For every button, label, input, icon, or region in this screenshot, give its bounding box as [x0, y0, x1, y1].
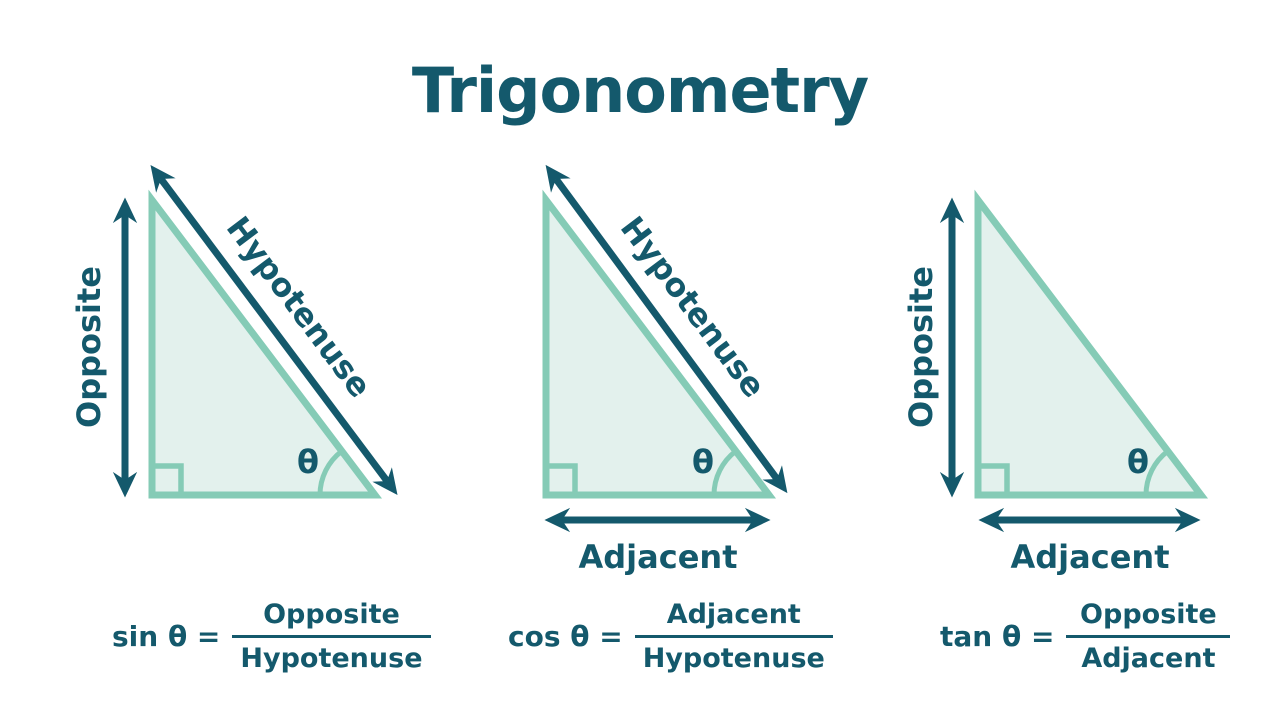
adjacent-label: Adjacent	[1010, 538, 1170, 576]
sin-formula-denominator: Hypotenuse	[232, 635, 431, 674]
cos-formula-denominator: Hypotenuse	[634, 635, 833, 674]
right-angle-icon	[978, 463, 1010, 496]
opposite-label: Opposite	[902, 265, 940, 429]
tan-formula-numerator: Opposite	[1080, 599, 1217, 630]
adjacent-label: Adjacent	[578, 538, 738, 576]
tangent-triangle-figure	[939, 189, 1209, 533]
theta-label: θ	[692, 443, 714, 481]
sine-triangle-figure	[112, 164, 398, 499]
triangle-shape	[974, 189, 1209, 499]
sin-formula: sin θ = Opposite Hypotenuse	[112, 599, 431, 674]
hypotenuse-arrow	[545, 164, 788, 494]
cos-formula-numerator: Adjacent	[666, 599, 801, 630]
cosine-triangle-figure	[542, 164, 788, 533]
cos-formula-fraction: Adjacent Hypotenuse	[634, 599, 833, 674]
sin-formula-numerator: Opposite	[263, 599, 400, 630]
opposite-label: Opposite	[70, 265, 108, 429]
hypotenuse-arrow	[150, 164, 398, 496]
cos-formula-lhs: cos θ =	[508, 620, 623, 653]
theta-label: θ	[1127, 443, 1149, 481]
tan-formula: tan θ = Opposite Adjacent	[940, 599, 1231, 674]
angle-arc-icon	[1143, 449, 1170, 496]
tan-formula-denominator: Adjacent	[1066, 635, 1231, 674]
sin-formula-lhs: sin θ =	[112, 620, 221, 653]
tan-formula-fraction: Opposite Adjacent	[1066, 599, 1231, 674]
cos-formula: cos θ = Adjacent Hypotenuse	[508, 599, 833, 674]
theta-label: θ	[297, 443, 319, 481]
tan-formula-lhs: tan θ =	[940, 620, 1055, 653]
sin-formula-fraction: Opposite Hypotenuse	[232, 599, 431, 674]
page-title: Trigonometry	[411, 54, 869, 127]
